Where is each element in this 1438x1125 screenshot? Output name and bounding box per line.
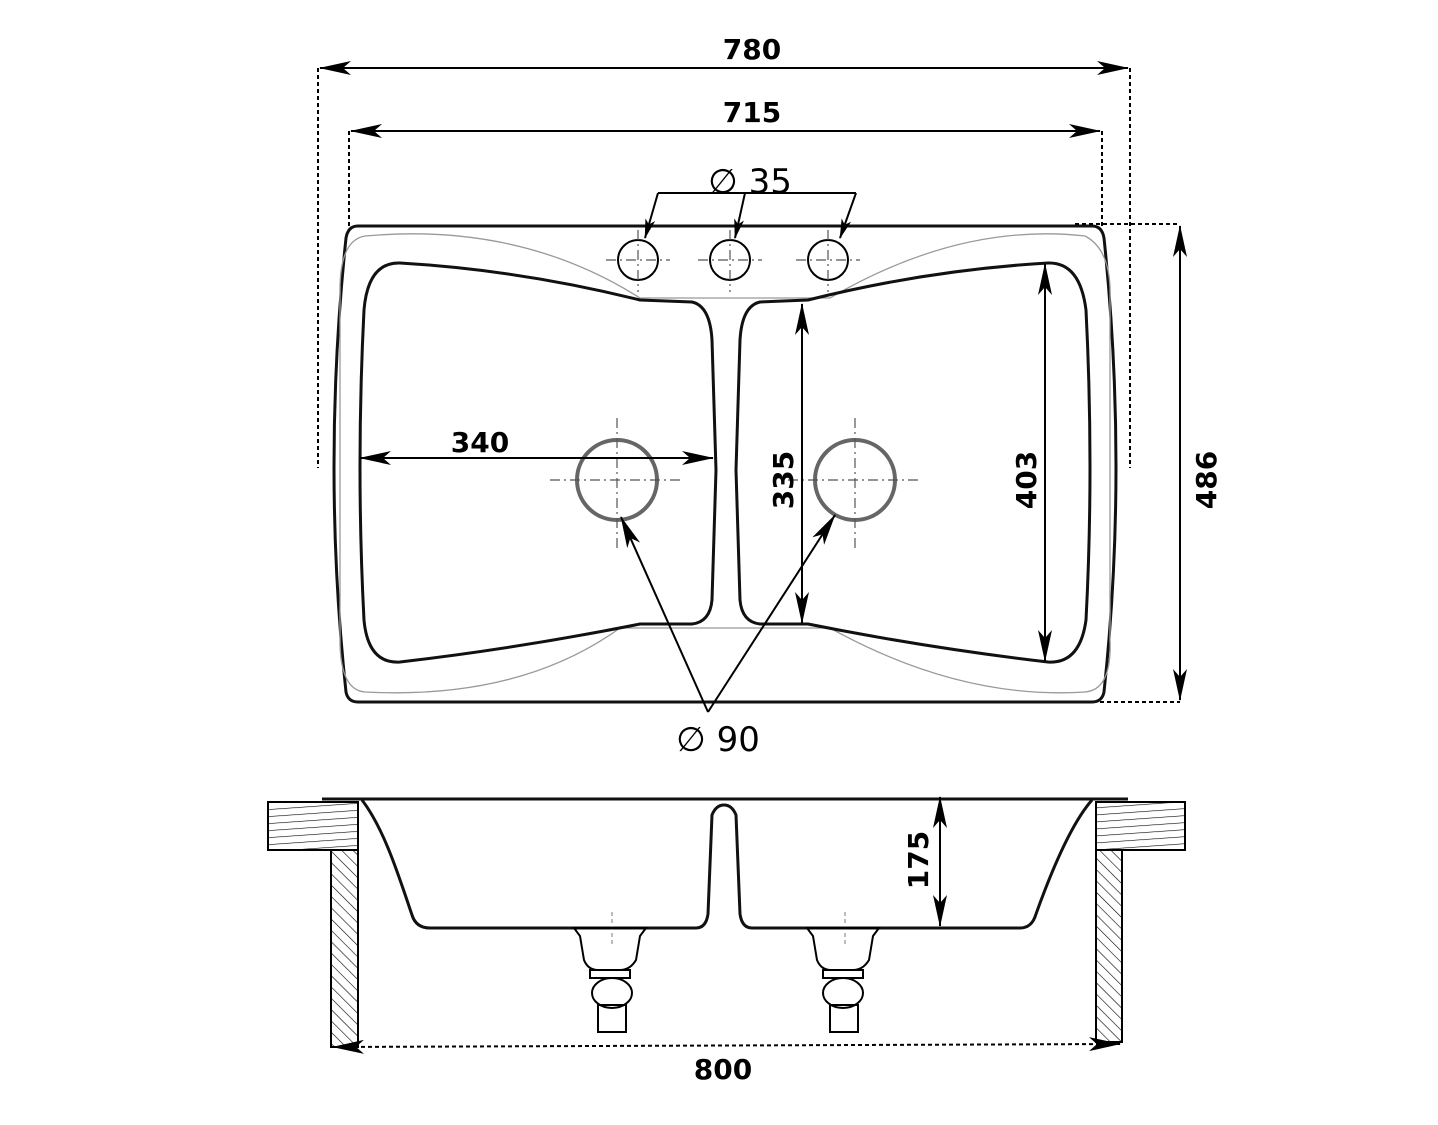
drain-diameter-label: ∅ 90 — [676, 720, 760, 760]
overall-width-label: 780 — [723, 33, 781, 66]
cabinet-wall-left — [330, 849, 359, 1048]
right-bowl — [734, 261, 1092, 664]
bowl-length-label: 403 — [1010, 451, 1043, 509]
tap-holes: ∅ 35 — [606, 162, 860, 292]
left-bowl — [358, 261, 718, 664]
drains: ∅ 90 — [550, 418, 922, 760]
side-view: 175 800 — [267, 796, 1186, 1086]
cabinet-wall-right — [1095, 849, 1123, 1043]
rim-width-label: 715 — [723, 96, 781, 129]
countertop-left — [267, 801, 359, 851]
sink-profile — [360, 799, 1094, 930]
bowl-inner-length-label: 335 — [767, 451, 800, 509]
sink-rim-contour — [339, 233, 1111, 694]
overall-depth-label: 486 — [1190, 451, 1223, 509]
top-view: 780 715 ∅ 35 — [317, 33, 1223, 760]
left-drain-fitting — [572, 912, 648, 1033]
bowl-depth-label: 175 — [902, 831, 935, 889]
dimension-overall-width: 780 — [317, 33, 1131, 468]
dimension-rim-width: 715 — [348, 96, 1103, 228]
tap-hole-diameter-label: ∅ 35 — [708, 162, 792, 202]
countertop-right — [1095, 801, 1186, 851]
bowl-width-label: 340 — [451, 426, 509, 459]
cabinet-width-label: 800 — [694, 1053, 752, 1086]
right-drain-fitting — [805, 912, 881, 1033]
